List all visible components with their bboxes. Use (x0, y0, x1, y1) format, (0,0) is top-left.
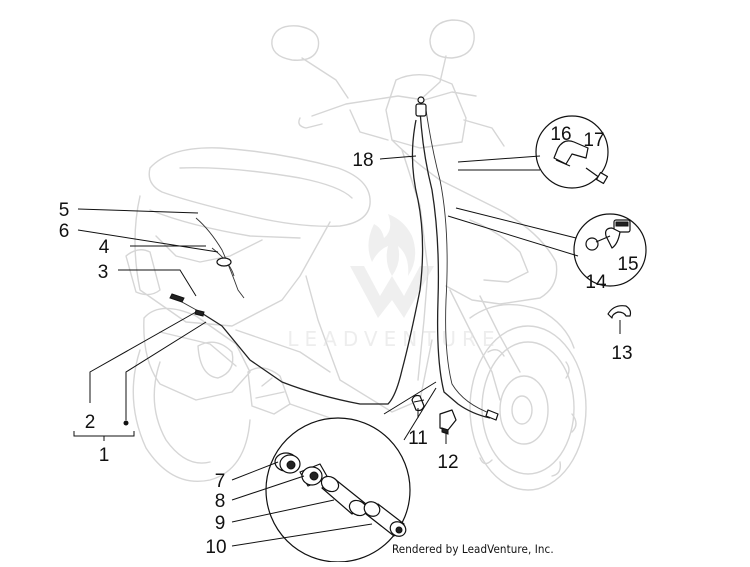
callout-numbers: 1 2 3 4 5 6 7 8 9 10 11 12 13 14 15 16 1… (59, 124, 639, 558)
callout-3: 3 (98, 262, 109, 283)
detail-circle-14-15 (447, 207, 647, 287)
callout-5: 5 (59, 200, 70, 221)
callout-13: 13 (611, 343, 632, 364)
callout-14: 14 (585, 272, 607, 293)
band-part-13 (607, 305, 632, 319)
render-credit: Rendered by LeadVenture, Inc. (392, 542, 554, 556)
callout-7: 7 (215, 471, 226, 492)
callout-9: 9 (215, 513, 226, 534)
callout-18: 18 (352, 150, 373, 171)
callout-17: 17 (583, 130, 604, 151)
callout-leaders (73, 155, 621, 547)
callout-12: 12 (437, 452, 458, 473)
callout-15: 15 (617, 254, 638, 275)
callout-6: 6 (59, 221, 70, 242)
callout-11: 11 (408, 428, 428, 449)
callout-2: 2 (85, 412, 96, 433)
callout-8: 8 (215, 491, 226, 512)
leadventure-watermark: LEADVENTURE (287, 214, 500, 351)
callout-10: 10 (205, 537, 226, 558)
callout-1: 1 (99, 445, 110, 466)
callout-16: 16 (550, 124, 571, 145)
cable-fittings (169, 96, 499, 421)
clamp-part-12 (439, 409, 457, 435)
scooter-outline (125, 19, 587, 491)
callout-4: 4 (99, 237, 110, 258)
detail-circle-7-10 (265, 381, 437, 563)
watermark-text: LEADVENTURE (287, 327, 500, 351)
detail-circle-16-17 (457, 115, 609, 189)
